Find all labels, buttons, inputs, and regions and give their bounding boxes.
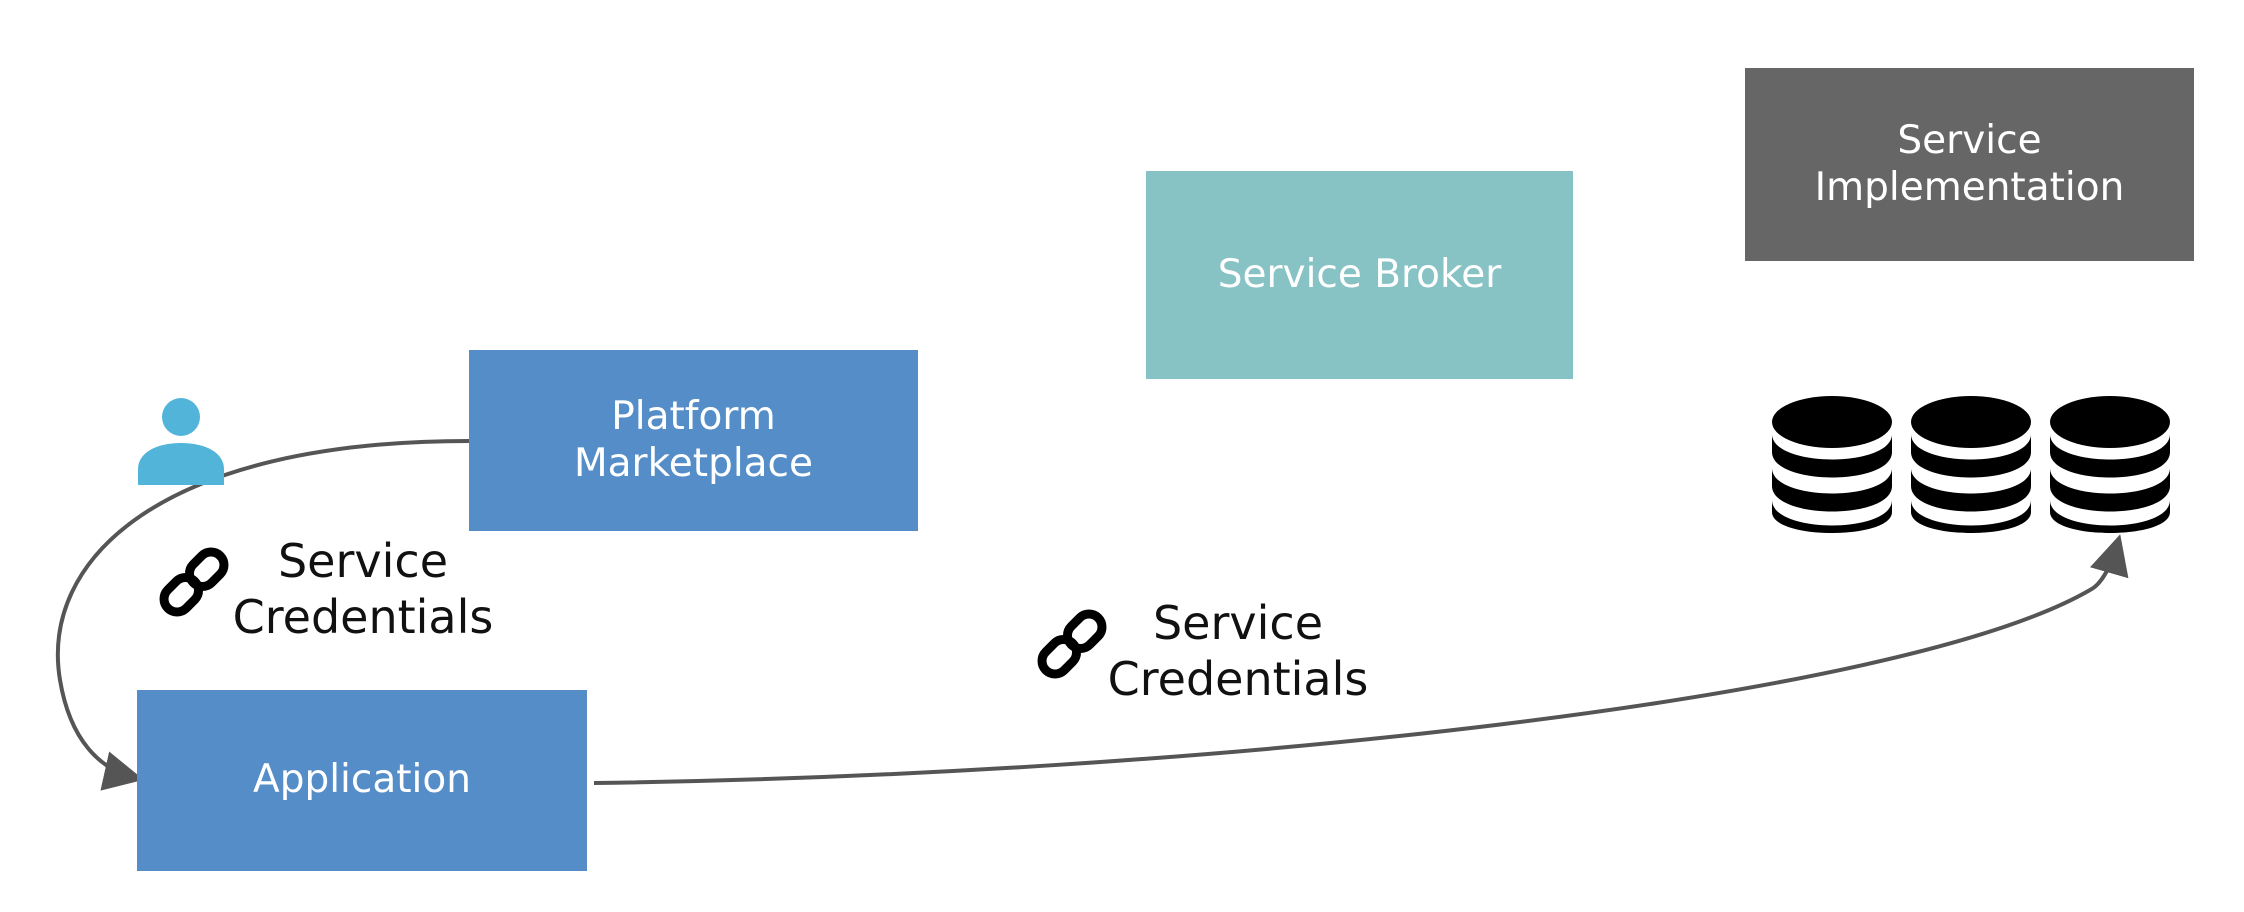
service-broker-label: Service Broker — [1217, 251, 1502, 297]
service-broker-box: Service Broker — [1146, 171, 1573, 379]
arrow-application-to-database — [593, 534, 2129, 785]
service-implementation-label: Service Implementation — [1814, 117, 2125, 210]
arrow-marketplace-to-application — [55, 439, 470, 791]
link-icon — [1037, 609, 1107, 679]
user-icon — [138, 398, 224, 485]
database-icon — [1911, 396, 2031, 533]
platform-marketplace-box: Platform Marketplace — [469, 350, 918, 531]
service-credentials-label: Service Credentials — [1107, 596, 1369, 707]
platform-marketplace-label: Platform Marketplace — [574, 393, 813, 486]
database-icon — [2050, 396, 2170, 533]
application-label: Application — [253, 757, 471, 803]
service-credentials-label: Service Credentials — [232, 534, 494, 645]
application-box: Application — [137, 690, 587, 871]
link-icon — [159, 547, 229, 617]
database-icon — [1772, 396, 1892, 533]
service-implementation-box: Service Implementation — [1745, 68, 2194, 261]
